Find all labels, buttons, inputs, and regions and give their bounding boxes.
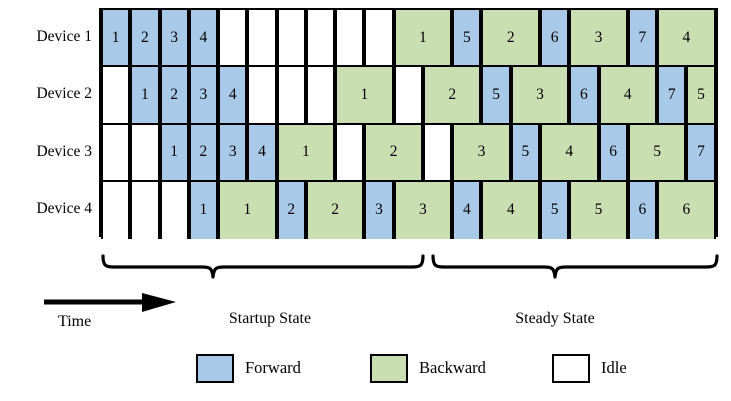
timeline-cell: 1 [130, 67, 160, 123]
timeline-cell: 2 [159, 67, 189, 123]
timeline-cell: 1 [101, 10, 131, 66]
timeline-cell: 1 [276, 124, 336, 180]
device-label-2: Device 2 [36, 85, 92, 103]
steady-state-brace [431, 254, 719, 279]
braces-svg [101, 254, 719, 279]
timeline-cell: 2 [305, 181, 365, 239]
timeline-cell [130, 124, 160, 180]
legend-item-idle: Idle [552, 352, 627, 384]
timeline-cell: 6 [598, 124, 628, 180]
timeline-cell: 3 [569, 10, 628, 66]
timeline-cell [218, 10, 248, 66]
timeline-cell: 4 [452, 181, 482, 239]
timeline-cell: 1 [218, 181, 277, 239]
device-label-1: Device 1 [36, 28, 92, 45]
timeline-cell [247, 10, 277, 66]
timeline-cell: 5 [627, 124, 687, 180]
timeline-cell [364, 10, 394, 66]
time-arrow-icon [44, 293, 176, 312]
timeline-cell [305, 10, 336, 66]
timeline-cell: 3 [393, 181, 453, 239]
timeline-cell: 5 [686, 67, 716, 123]
legend-label-backward: Backward [419, 358, 486, 377]
device-label-column: Device 1 Device 2 Device 3 Device 4 [0, 8, 99, 237]
timeline-cell: 6 [657, 181, 716, 239]
device-label-3: Device 3 [36, 142, 92, 160]
timeline-cell [422, 124, 453, 180]
timeline-cell [101, 67, 131, 123]
timeline-cell: 3 [218, 124, 248, 180]
device-label-4: Device 4 [36, 199, 92, 217]
timeline-cell: 1 [159, 124, 189, 180]
timeline-cell: 4 [188, 10, 219, 66]
timeline-cell: 2 [188, 124, 219, 180]
timeline-cell [276, 10, 306, 66]
timeline-cell [101, 181, 131, 239]
legend-swatch-backward-icon [370, 353, 408, 383]
legend-swatch-idle-icon [552, 353, 590, 383]
timeline-cell: 5 [540, 181, 570, 239]
timeline-cell: 3 [510, 67, 570, 123]
timeline-cell: 7 [657, 67, 687, 123]
legend-swatch-forward-icon [196, 353, 234, 383]
timeline-cell: 4 [657, 10, 716, 66]
timeline-cell: 2 [276, 181, 306, 239]
timeline-cell: 2 [130, 10, 160, 66]
timeline-cell: 4 [218, 67, 248, 123]
phase-label-startup-state: Startup State [228, 310, 312, 327]
timeline-cell [130, 181, 160, 239]
timeline-cell: 3 [188, 67, 219, 123]
timeline-cell: 2 [422, 67, 482, 123]
timeline-cell: 1 [335, 67, 394, 123]
legend-label-idle: Idle [601, 358, 627, 377]
timeline-cell: 7 [686, 124, 716, 180]
timeline-cell [305, 67, 336, 123]
time-axis-label: Time [58, 313, 92, 330]
timeline-cell [393, 67, 423, 123]
timeline-cell [335, 10, 365, 66]
timeline-cell [276, 67, 306, 123]
time-arrow [42, 292, 182, 320]
timeline-cell: 3 [452, 124, 511, 180]
timeline-cell [247, 67, 277, 123]
timeline-cell [335, 124, 365, 180]
timeline-cell: 4 [598, 67, 658, 123]
legend-item-forward: Forward [196, 352, 301, 384]
timeline-cell: 2 [481, 10, 540, 66]
timeline-cell: 4 [247, 124, 277, 180]
timeline-cell: 2 [364, 124, 423, 180]
timeline-cell: 5 [481, 67, 511, 123]
timeline-cell: 4 [540, 124, 599, 180]
legend: Forward Backward Idle [0, 352, 731, 388]
timeline-cell: 5 [569, 181, 628, 239]
timeline-cell [101, 124, 131, 180]
timeline-cell: 3 [159, 10, 189, 66]
timeline-cell: 6 [569, 67, 599, 123]
timeline-cell: 7 [627, 10, 658, 66]
legend-item-backward: Backward [370, 352, 486, 384]
timeline-cell: 3 [364, 181, 394, 239]
phase-label-steady-state: Steady State [515, 310, 595, 327]
startup-state-brace [101, 254, 425, 279]
phase-braces [0, 252, 731, 292]
legend-label-forward: Forward [245, 358, 301, 377]
timeline-cell: 1 [188, 181, 219, 239]
timeline-cell: 6 [540, 10, 570, 66]
timeline-cell [159, 181, 189, 239]
timeline-cell: 6 [627, 181, 658, 239]
timeline-cell: 1 [393, 10, 453, 66]
timeline-cell: 4 [481, 181, 540, 239]
timeline-cell: 5 [452, 10, 482, 66]
timeline-cell: 5 [510, 124, 540, 180]
